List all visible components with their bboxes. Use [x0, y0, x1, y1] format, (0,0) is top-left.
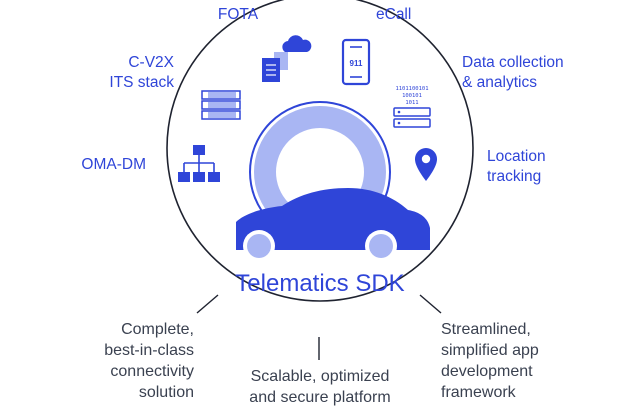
- benefit-left-line3: connectivity: [110, 363, 194, 380]
- benefit-middle-line1: Scalable, optimized: [250, 368, 390, 385]
- binary-line-1: 1101100101: [395, 86, 428, 92]
- data-storage-icon: 1101100101 100101 1011: [393, 86, 431, 128]
- hierarchy-icon: [178, 145, 220, 182]
- location-pin-icon: [415, 148, 437, 181]
- benefit-right: Streamlined, simplified app development …: [441, 319, 539, 403]
- feature-ecall: eCall: [376, 6, 412, 23]
- benefit-left-line1: Complete,: [121, 321, 194, 338]
- phone-number: 911: [350, 59, 363, 68]
- benefit-middle: Scalable, optimized and secure platform: [218, 366, 422, 408]
- benefit-left-line4: solution: [138, 384, 194, 401]
- feature-location: Location tracking: [487, 147, 546, 187]
- center-title: Telematics SDK: [235, 270, 405, 297]
- binary-line-2: 100101: [402, 93, 422, 99]
- feature-cv2x-line2: ITS stack: [109, 74, 174, 91]
- feature-data-line1: Data collection: [462, 54, 564, 71]
- benefit-left-line2: best-in-class: [104, 342, 194, 359]
- connector-right: [419, 294, 442, 314]
- connector-left: [196, 294, 219, 314]
- documents-cloud-icon: [262, 35, 312, 82]
- outer-circle: [166, 0, 474, 302]
- car-icon: [236, 188, 430, 262]
- feature-data-line2: & analytics: [462, 74, 537, 91]
- benefit-middle-line2: and secure platform: [249, 389, 391, 406]
- binary-line-3: 1011: [405, 100, 418, 106]
- feature-cv2x-line1: C-V2X: [128, 54, 174, 71]
- benefit-left: Complete, best-in-class connectivity sol…: [60, 319, 194, 403]
- benefit-right-line2: simplified app: [441, 342, 539, 359]
- feature-oma-dm: OMA-DM: [81, 156, 146, 173]
- feature-cv2x: C-V2X ITS stack: [86, 53, 174, 93]
- benefit-right-line1: Streamlined,: [441, 321, 531, 338]
- benefit-right-line4: framework: [441, 384, 516, 401]
- server-stack-icon: [201, 90, 241, 120]
- phone-icon: 911: [341, 38, 371, 86]
- benefit-right-line3: development: [441, 363, 533, 380]
- feature-location-line2: tracking: [487, 168, 542, 185]
- feature-data-collection: Data collection & analytics: [462, 53, 564, 93]
- feature-location-line1: Location: [487, 148, 546, 165]
- feature-fota: FOTA: [217, 6, 259, 23]
